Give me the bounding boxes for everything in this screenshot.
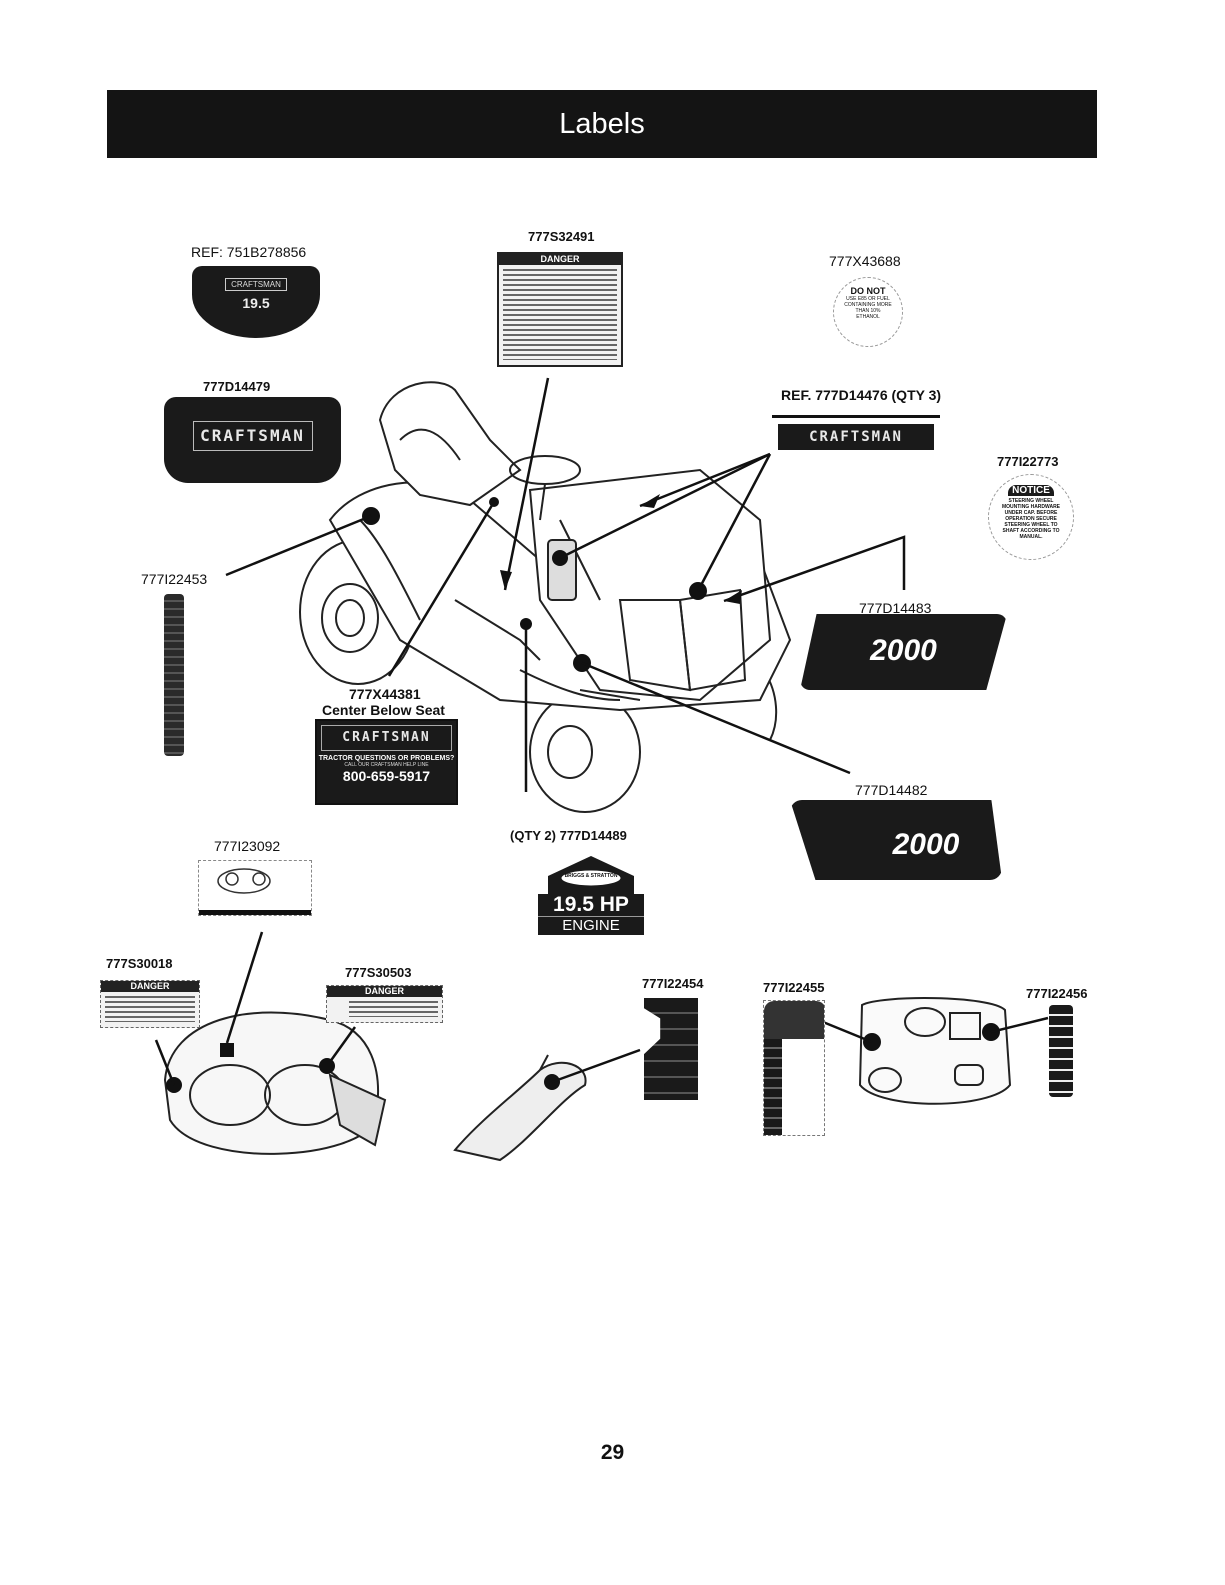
deck-belt-label-777i23092 — [198, 860, 312, 916]
hood-decal: CRAFTSMAN 19.5 — [192, 266, 320, 338]
safety-label-777s32491: DANGER — [497, 252, 623, 367]
throttle-label-777i22455 — [763, 1000, 825, 1136]
model-decal-777d14482: 2000 — [790, 800, 1002, 880]
phone-number: 800-659-5917 — [342, 768, 431, 784]
hp-text: 19.5 HP — [538, 894, 644, 916]
ref-777d14476: REF. 777D14476 (QTY 3) — [781, 387, 942, 403]
part-777s30503: 777S30503 — [345, 965, 412, 980]
craftsman-logo-small: CRAFTSMAN — [778, 424, 934, 450]
fuel-warning-text: USE E85 OR FUEL CONTAINING MORE THAN 10%… — [844, 296, 892, 320]
page-title: Labels — [559, 108, 645, 140]
danger-label-777s30018: DANGER — [100, 980, 200, 1028]
model-2000-text: 2000 — [870, 634, 937, 667]
hood-value: 19.5 — [242, 295, 270, 311]
part-777i22456: 777I22456 — [1026, 986, 1088, 1001]
danger-header: DANGER — [499, 254, 621, 265]
danger-header-30503: DANGER — [327, 986, 442, 997]
craftsman-decal-777d14479: CRAFTSMAN — [164, 397, 341, 483]
part-777i22455: 777I22455 — [763, 980, 825, 995]
helpline-craftsman-logo: CRAFTSMAN — [321, 725, 452, 751]
call-line-text: CALL OUR CRAFTSMAN HELP LINE — [344, 762, 429, 768]
part-777s32491: 777S32491 — [528, 229, 595, 244]
center-below-seat: Center Below Seat — [322, 702, 445, 718]
danger-label-777s30503: DANGER — [326, 985, 443, 1023]
part-777i22773: 777I22773 — [997, 454, 1059, 469]
tractor-questions-text: TRACTOR QUESTIONS OR PROBLEMS? — [318, 755, 455, 762]
part-777d14479: 777D14479 — [203, 379, 271, 394]
part-777i23092: 777I23092 — [214, 838, 281, 854]
hood-craftsman-logo: CRAFTSMAN — [225, 278, 287, 291]
craftsman-decal-777d14476: CRAFTSMAN — [772, 415, 940, 455]
do-not-text: DO NOT — [850, 286, 886, 296]
part-777d14489: (QTY 2) 777D14489 — [510, 828, 627, 843]
part-777x44381: 777X44381 — [349, 686, 421, 702]
part-777d14483: 777D14483 — [859, 600, 932, 616]
part-777i22453: 777I22453 — [141, 571, 208, 587]
briggs-badge-icon — [548, 856, 634, 896]
part-777x43688: 777X43688 — [829, 253, 901, 269]
model-decal-777d14483: 2000 — [800, 614, 1007, 690]
notice-label: NOTICE STEERING WHEEL MOUNTING HARDWARE … — [988, 474, 1074, 560]
part-777d14482: 777D14482 — [855, 782, 928, 798]
engine-text: ENGINE — [538, 916, 644, 935]
page-number: 29 — [600, 1441, 625, 1464]
model-2000-text-b: 2000 — [892, 828, 960, 861]
hp-engine-decal-777d14489: BRIGGS & STRATTON 19.5 HP ENGINE — [538, 856, 644, 935]
danger-header-30018: DANGER — [101, 981, 199, 992]
helpline-decal-777x44381: CRAFTSMAN TRACTOR QUESTIONS OR PROBLEMS?… — [315, 719, 458, 805]
ref-751b278856: REF: 751B278856 — [191, 244, 307, 260]
notice-text: STEERING WHEEL MOUNTING HARDWARE UNDER C… — [1001, 498, 1061, 540]
craftsman-logo: CRAFTSMAN — [192, 421, 313, 451]
switch-label-777i22456 — [1049, 1005, 1073, 1097]
fuel-warning-label: DO NOT USE E85 OR FUEL CONTAINING MORE T… — [833, 277, 903, 347]
belt-diagram-icon — [217, 868, 271, 894]
part-777i22454: 777I22454 — [642, 976, 704, 991]
brand-text: BRIGGS & STRATTON — [564, 873, 618, 879]
part-777s30018: 777S30018 — [106, 956, 173, 971]
page-header: Labels — [107, 90, 1097, 158]
vertical-strip-777i22453 — [164, 594, 184, 756]
notice-title: NOTICE — [1008, 485, 1054, 496]
